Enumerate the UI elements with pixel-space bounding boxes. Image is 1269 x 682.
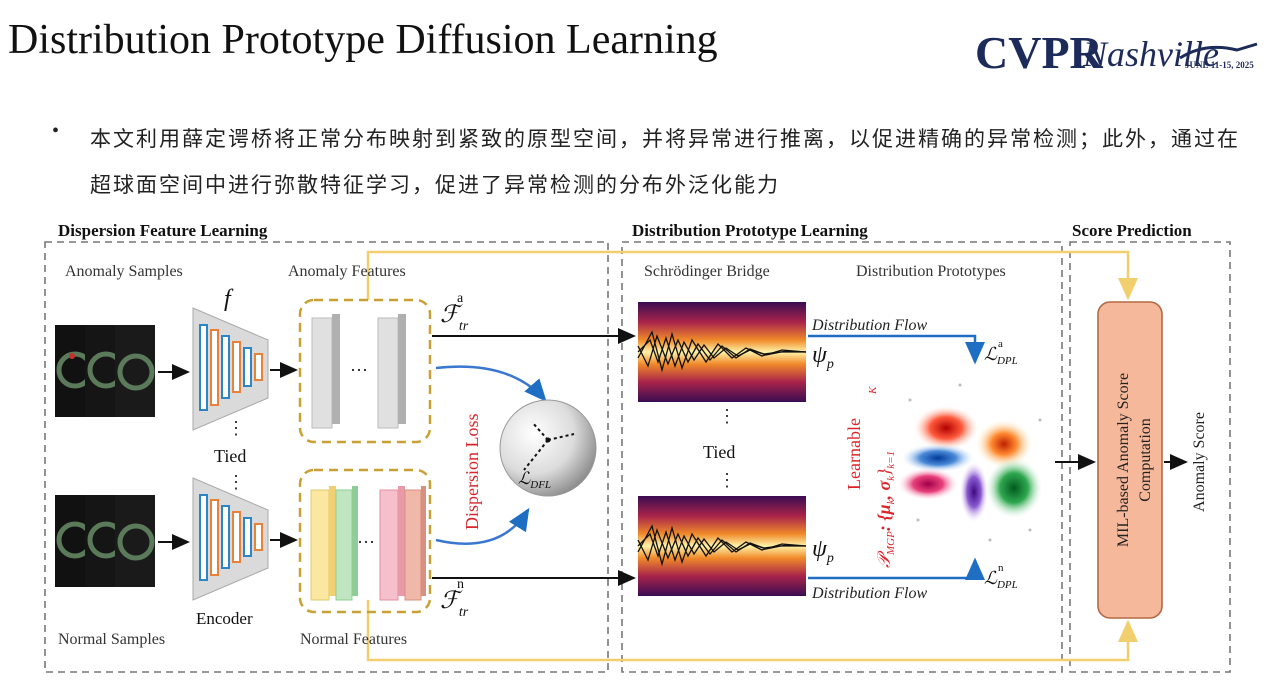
mil-score-box	[1097, 301, 1163, 619]
tied-mid-vdots: ⋮	[718, 406, 736, 426]
svg-text:···: ···	[357, 532, 375, 552]
sb-panel-bottom	[637, 496, 807, 596]
svg-text:···: ···	[350, 360, 368, 380]
l-dfl-label: ℒDFL	[518, 469, 551, 491]
l-dpl-a-label: ℒDPL	[984, 344, 1018, 367]
tied-left-vdots: ⋮	[227, 418, 245, 438]
anomaly-score-label: Anomaly Score	[1191, 412, 1208, 512]
mil-label-line2: Computation	[1137, 418, 1154, 502]
dpl-section-box	[621, 241, 1063, 673]
normal-samples-label: Normal Samples	[58, 631, 165, 648]
tied-mid-vdots-2: ⋮	[718, 470, 736, 490]
f-tr-a-label: ℱtr	[440, 302, 469, 334]
tied-mid-label: Tied	[703, 442, 735, 462]
encoder-symbol: f	[224, 286, 234, 312]
normal-feature-blocks: ···	[310, 486, 426, 601]
distribution-flow-top-label: Distribution Flow	[811, 317, 927, 334]
svg-text:Nashville: Nashville	[1082, 34, 1219, 74]
score-section-title: Score Prediction	[1072, 221, 1192, 240]
encoder-bottom	[192, 477, 269, 601]
sb-panel-top	[637, 302, 807, 402]
dfl-section-box	[44, 241, 609, 673]
dispersion-arrow-top	[435, 365, 547, 402]
encoder-top	[192, 307, 269, 431]
f-tr-n-sup: n	[457, 577, 464, 592]
distribution-flow-arrow-top	[808, 334, 985, 365]
mgp-label: 𝒫MGP: {μk, σk}k=1	[874, 451, 897, 568]
psi-top-label: ψp	[812, 342, 834, 372]
anomaly-sample-images	[55, 325, 155, 417]
tied-left-vdots-2: ⋮	[227, 472, 245, 492]
mgp-limits-top: K	[867, 386, 879, 395]
encoder-label: Encoder	[196, 609, 253, 628]
normal-features-label: Normal Features	[300, 631, 407, 648]
tied-left-label: Tied	[214, 446, 246, 466]
mil-label-line1: MIL-based Anomaly Score	[1115, 373, 1132, 547]
dfl-section-title: Dispersion Feature Learning	[58, 221, 268, 240]
anomaly-samples-label: Anomaly Samples	[65, 263, 183, 280]
prototype-gaussians	[898, 383, 1042, 542]
hypersphere	[499, 399, 597, 497]
distribution-flow-arrow-bottom	[808, 557, 985, 580]
normal-sample-images	[55, 495, 155, 587]
schrodinger-bridge-label: Schrödinger Bridge	[644, 263, 770, 280]
dispersion-arrow-bottom	[435, 507, 530, 545]
bullet-text: 本文利用薛定谔桥将正常分布映射到紧致的原型空间，并将异常进行推离，以促进精确的异…	[90, 127, 1240, 197]
l-dpl-a-sup: a	[998, 338, 1003, 350]
anomaly-features-label: Anomaly Features	[288, 263, 406, 280]
psi-bottom-label: ψp	[812, 536, 834, 566]
score-section-box	[1069, 241, 1231, 673]
f-tr-n-label: ℱtr	[440, 588, 469, 620]
anomaly-features-box	[298, 298, 432, 444]
cvpr-logo: CVPR Nashville JUNE 11-15, 2025	[975, 10, 1260, 80]
dispersion-loss-label: Dispersion Loss	[462, 414, 482, 531]
svg-text:CVPR: CVPR	[975, 27, 1104, 78]
l-dpl-n-sup: n	[998, 562, 1004, 574]
slide-title: Distribution Prototype Diffusion Learnin…	[8, 17, 718, 63]
svg-text:JUNE 11-15, 2025: JUNE 11-15, 2025	[1185, 60, 1254, 70]
yellow-line-top	[366, 250, 1138, 301]
f-tr-a-sup: a	[457, 291, 464, 306]
learnable-label: Learnable	[844, 418, 864, 490]
anomaly-feature-blocks: ···	[311, 314, 406, 429]
yellow-line-bottom	[366, 600, 1138, 662]
distribution-flow-bottom-label: Distribution Flow	[811, 585, 927, 602]
distribution-prototypes-label: Distribution Prototypes	[856, 263, 1006, 280]
dpl-section-title: Distribution Prototype Learning	[632, 221, 868, 240]
bullet-dot: •	[52, 120, 60, 142]
normal-features-box	[298, 468, 432, 614]
l-dpl-n-label: ℒDPL	[984, 568, 1018, 591]
